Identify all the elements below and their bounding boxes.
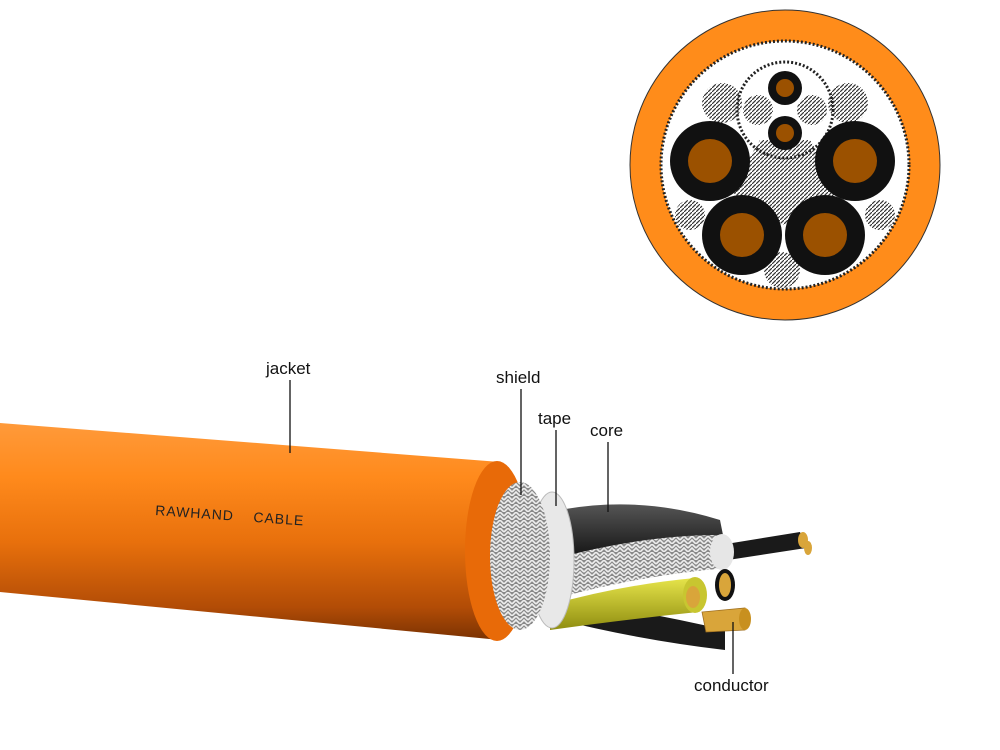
cable-cross-section [629,9,941,321]
label-jacket: jacket [265,359,311,378]
label-tape: tape [538,409,571,428]
earth-core [550,578,698,630]
labels: jacket shield tape core conductor [265,359,769,695]
jacket-body [0,423,500,640]
label-shield: shield [496,368,540,387]
pair-conductor [804,541,812,555]
shield-braid [490,482,550,630]
label-core: core [590,421,623,440]
core-conductor [719,573,731,597]
earth-conductor [686,586,700,608]
label-conductor: conductor [694,676,769,695]
pair-tape [710,534,734,570]
power-cores [670,121,895,275]
cable-3d: RAWHAND CABLE [0,423,812,650]
pair-cores [720,532,806,560]
core-black [560,504,725,560]
signal-pair [768,71,802,150]
conductor-strands [701,607,746,633]
cross-section-fillers [675,83,895,288]
pair-shield [735,60,835,160]
conductor-end [739,608,751,630]
pair-shield-braid [550,535,728,600]
